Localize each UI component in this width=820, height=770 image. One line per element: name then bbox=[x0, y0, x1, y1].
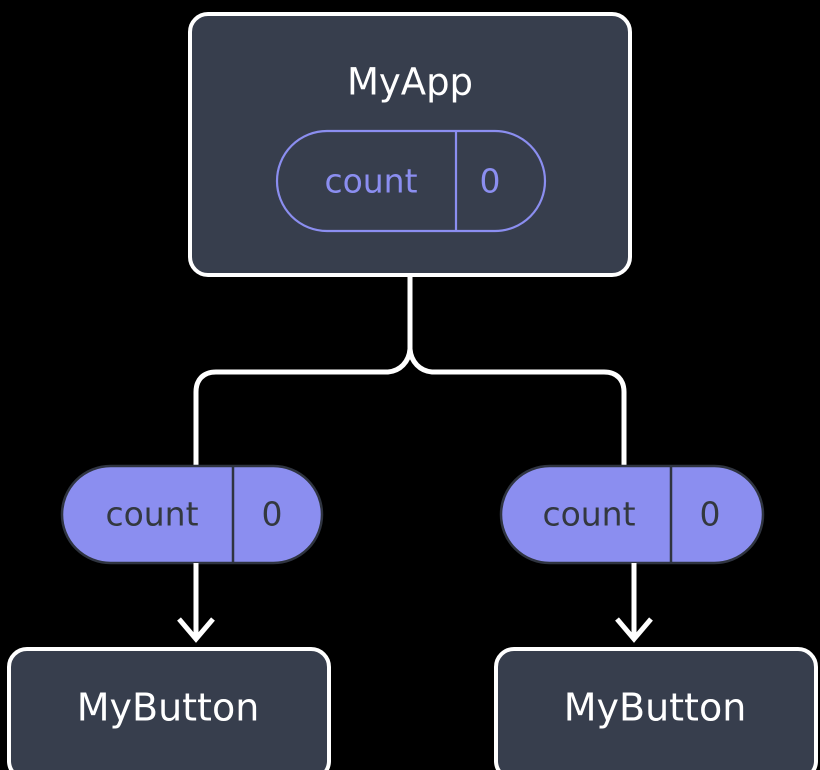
node-mybutton-left-box[interactable] bbox=[7, 647, 331, 770]
branch-right: count 0 MyButton bbox=[494, 464, 818, 770]
node-mybutton-right-box[interactable] bbox=[494, 647, 818, 770]
connector-group bbox=[193, 277, 627, 466]
state-pill-root-value: 0 bbox=[480, 162, 501, 201]
arrow-left bbox=[177, 563, 215, 643]
connector-branch-left bbox=[193, 348, 413, 466]
node-mybutton-left[interactable]: MyButton bbox=[7, 647, 331, 770]
state-pill-right[interactable]: count 0 bbox=[499, 464, 765, 565]
state-pill-root-key: count bbox=[324, 162, 417, 201]
node-mybutton-right-title: MyButton bbox=[564, 686, 747, 730]
arrow-right bbox=[615, 563, 653, 643]
state-pill-right-value: 0 bbox=[700, 495, 721, 534]
arrow-right-head-icon bbox=[615, 617, 653, 643]
state-pill-left-key: count bbox=[105, 495, 198, 534]
arrow-left-head-icon bbox=[177, 617, 215, 643]
state-pill-left-shape[interactable] bbox=[60, 464, 324, 565]
node-mybutton-left-title: MyButton bbox=[77, 686, 260, 730]
branch-left: count 0 MyButton bbox=[7, 464, 331, 770]
node-myapp-box[interactable] bbox=[188, 12, 632, 277]
state-pill-left[interactable]: count 0 bbox=[60, 464, 324, 565]
connector-branch-right bbox=[407, 348, 627, 466]
node-myapp-title: MyApp bbox=[347, 61, 473, 104]
state-pill-root[interactable]: count 0 bbox=[275, 129, 547, 233]
state-pill-right-key: count bbox=[542, 495, 635, 534]
state-pill-left-value: 0 bbox=[262, 495, 283, 534]
node-mybutton-right[interactable]: MyButton bbox=[494, 647, 818, 770]
state-pill-root-shape[interactable] bbox=[275, 129, 547, 233]
node-myapp[interactable]: MyApp count 0 bbox=[188, 12, 632, 277]
